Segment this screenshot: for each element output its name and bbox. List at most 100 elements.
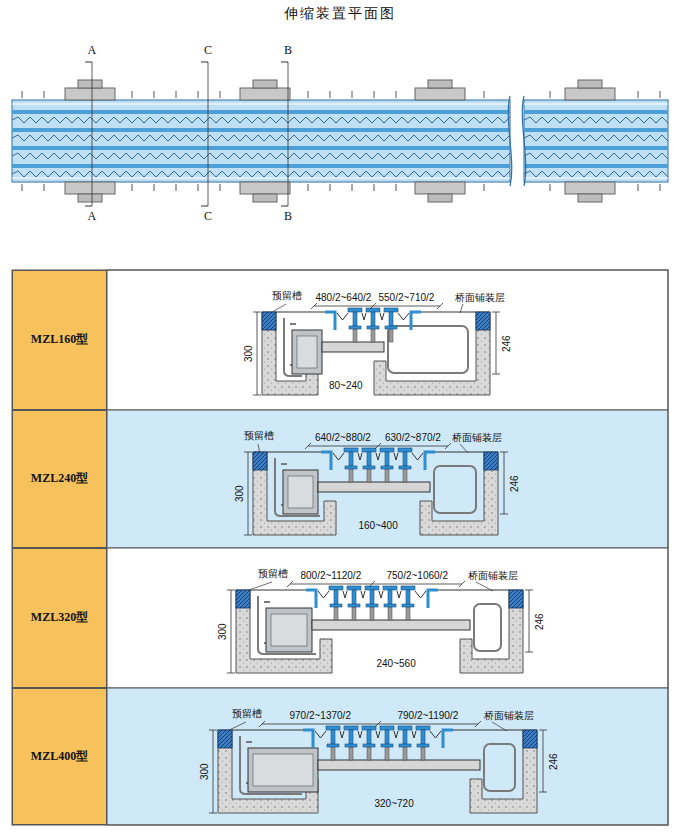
i-beam (362, 726, 376, 730)
support-bar (322, 342, 384, 352)
i-beam (417, 744, 429, 747)
rubber-seal (412, 731, 416, 738)
i-beam (345, 466, 357, 469)
section-letter: B (284, 44, 292, 58)
joint-band (524, 100, 668, 182)
anchor-tick (308, 184, 309, 191)
pavement-label: 桥面铺装层 (452, 432, 502, 444)
height-dimension: 246 (533, 613, 545, 630)
beam-post (349, 469, 353, 482)
anchor-tick (374, 184, 375, 191)
anchor-tick (44, 184, 45, 191)
concrete-channel (218, 730, 318, 813)
break-line (522, 96, 525, 186)
anchor-tick (660, 91, 661, 98)
beam-strip (524, 164, 668, 168)
anchor-block (428, 194, 452, 202)
i-beam (349, 452, 353, 466)
dimension-tick (492, 374, 500, 375)
rebar (258, 596, 316, 654)
beam-post (331, 747, 335, 760)
i-beam (348, 604, 360, 607)
section-mark (85, 62, 92, 63)
rubber-seal (340, 731, 344, 738)
deck-surface (232, 730, 303, 731)
anchor-plate (240, 182, 290, 194)
i-beam (330, 604, 342, 607)
i-beam (349, 326, 361, 329)
i-beam (344, 448, 358, 452)
height-dimension: 246 (508, 475, 520, 492)
i-beam (345, 744, 357, 747)
deck-surface (276, 312, 325, 313)
height-dimension: 300 (242, 345, 254, 362)
beam-post (349, 747, 353, 760)
beam-post (389, 329, 393, 342)
anchor-plate (565, 88, 615, 100)
edge-profile (325, 312, 335, 330)
diagram-title: 伸缩装置平面图 (284, 6, 396, 22)
support-box-inner (297, 336, 317, 368)
type-name: MZL160型 (31, 333, 88, 347)
i-beam (383, 586, 397, 590)
rebar-loop (474, 604, 501, 651)
rubber-seal (358, 453, 362, 460)
dimension-tick (311, 303, 317, 309)
i-beam (367, 730, 371, 744)
slot-label: 预留槽 (232, 708, 262, 720)
dimension-line (231, 590, 232, 673)
seal-zigzag (524, 153, 668, 159)
dimension-tick (525, 590, 533, 591)
gap-dimension: 240~560 (377, 658, 416, 670)
dimension-line (257, 312, 258, 395)
rubber-seal (415, 591, 426, 598)
anchor-plate (65, 182, 115, 194)
beam-post (367, 747, 371, 760)
i-beam (367, 326, 379, 329)
i-beam (384, 308, 398, 312)
anchor-tick (22, 91, 23, 98)
support-bar (318, 760, 480, 770)
rubber-seal (343, 591, 347, 598)
dimension-tick (539, 730, 547, 731)
slot-label: 预留槽 (244, 430, 274, 442)
dimension-tick (500, 452, 508, 453)
height-dimension: 246 (547, 753, 559, 770)
anchor-tick (308, 91, 309, 98)
anchor-tick (176, 184, 177, 191)
anchor-tick (176, 91, 177, 98)
anchor-tick (132, 91, 133, 98)
anchor-block (253, 80, 277, 88)
rubber-seal (397, 591, 401, 598)
height-dimension: 246 (500, 335, 512, 352)
pavement-label: 桥面铺装层 (484, 710, 534, 722)
anchor-tick (484, 184, 485, 191)
anchor-tick (198, 184, 199, 191)
i-beam (366, 604, 378, 607)
rubber-seal (337, 313, 348, 320)
dimension-tick (287, 581, 293, 587)
section-line (92, 62, 93, 206)
anchor-tick (638, 91, 639, 98)
drawing-cell (107, 548, 668, 688)
anchor-block (78, 80, 102, 88)
support-box (283, 470, 318, 514)
anchor-tick (198, 91, 199, 98)
dimension-tick (253, 312, 261, 313)
i-beam (385, 730, 389, 744)
concrete-channel (262, 312, 318, 395)
slot-label: 预留槽 (272, 290, 302, 302)
i-beam (344, 726, 358, 730)
beam-strip (524, 128, 668, 132)
seal-zigzag (524, 117, 668, 123)
dimension-tick (259, 721, 265, 727)
anchor-tick (220, 184, 221, 191)
rebar-loop (434, 466, 476, 513)
anchor-tick (220, 91, 221, 98)
i-beam (352, 590, 356, 604)
edge-profile (443, 730, 453, 748)
anchor-tick (22, 184, 23, 191)
i-beam (348, 308, 362, 312)
seal-zigzag (12, 171, 510, 177)
i-beam (402, 604, 414, 607)
